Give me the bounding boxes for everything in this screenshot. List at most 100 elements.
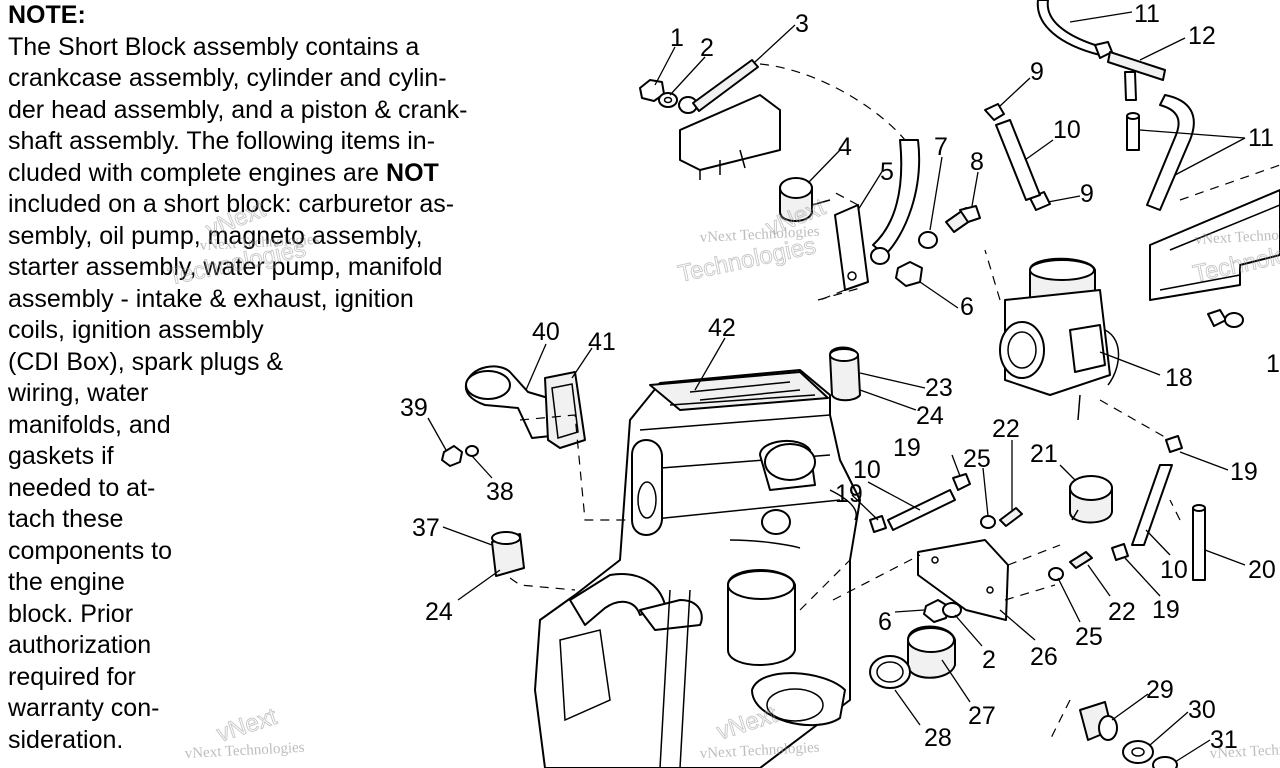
callout-3: 3 xyxy=(795,10,809,38)
callout-1b: 1 xyxy=(1266,350,1280,378)
watermark-text: vNext Technologies xyxy=(1194,226,1280,248)
note-line: sembly, oil pump, magneto assembly, xyxy=(8,221,423,250)
part-39-nut xyxy=(441,445,463,467)
watermark-text: vNext Technologies xyxy=(699,224,820,246)
note-line: needed to at- xyxy=(8,473,156,502)
callout-10c: 10 xyxy=(1160,556,1188,584)
note-line: cluded with complete engines are xyxy=(8,158,380,187)
watermark-text: vNext Technologies xyxy=(199,232,320,254)
callout-19c: 19 xyxy=(835,480,863,508)
callout-23: 23 xyxy=(925,374,953,402)
callout-40: 40 xyxy=(532,318,560,346)
callout-25: 25 xyxy=(963,445,991,473)
callout-11b: 11 xyxy=(1248,124,1274,152)
callout-8: 8 xyxy=(970,148,984,176)
callout-24b: 24 xyxy=(425,598,453,626)
callout-9b: 9 xyxy=(1080,180,1094,208)
part-18-carburetor xyxy=(984,249,1171,441)
watermark-text: vNext Technologies xyxy=(699,740,820,762)
part-2-washer-lower xyxy=(942,602,962,618)
callout-41: 41 xyxy=(588,328,616,356)
part-10-hose xyxy=(995,119,1041,201)
callout-37: 37 xyxy=(412,514,440,542)
part-37-sleeve xyxy=(491,531,576,591)
watermark-text: vNext Technologies xyxy=(1209,740,1280,762)
callout-12: 12 xyxy=(1188,22,1216,50)
callout-10: 10 xyxy=(1053,116,1081,144)
note-line: wiring, water xyxy=(8,379,149,407)
note-line: tach these xyxy=(8,505,124,533)
part-26-bracket xyxy=(917,539,1061,621)
part-38-washer xyxy=(465,445,479,457)
note-line: block. Prior xyxy=(8,599,134,628)
note-line: The Short Block assembly contains a xyxy=(8,32,420,61)
callout-6: 6 xyxy=(960,293,974,321)
note-line: starter assembly, water pump, manifold xyxy=(8,253,443,281)
part-8-bolt xyxy=(945,205,981,233)
callout-22b: 22 xyxy=(1108,598,1136,626)
callout-labels: 1 2 3 4 5 6 7 8 9 10 9 11 12 11 1 18 19 … xyxy=(400,0,1280,754)
callout-22: 22 xyxy=(992,415,1020,443)
callout-19b: 19 xyxy=(893,434,921,462)
note-line: authorization xyxy=(8,631,152,659)
note-line: sideration. xyxy=(8,725,124,754)
part-28-hose-clamp xyxy=(869,655,911,689)
part-20-tube xyxy=(1192,504,1206,581)
callout-19: 19 xyxy=(1230,458,1258,486)
callout-30: 30 xyxy=(1188,696,1216,724)
callout-25b: 25 xyxy=(1075,623,1103,651)
part-22-bolt xyxy=(999,507,1093,569)
callout-26: 26 xyxy=(1030,643,1058,671)
part-29-bushing xyxy=(1079,701,1118,741)
callout-1: 1 xyxy=(670,24,684,52)
watermark-text: vNext Technologies xyxy=(184,740,305,762)
part-42-engine-block xyxy=(534,369,861,768)
note-line: crankcase assembly, cylinder and cylin- xyxy=(8,64,447,92)
part-5-bracket xyxy=(819,189,869,301)
callout-20: 20 xyxy=(1248,556,1276,584)
note-line: assembly - intake & exhaust, ignition xyxy=(8,284,414,313)
part-21-rubber-mount xyxy=(1069,475,1113,524)
note-line-with-emphasis: cluded with complete engines are NOT xyxy=(8,158,568,190)
callout-28: 28 xyxy=(924,724,952,752)
part-frame-bracket-right xyxy=(1149,164,1280,328)
callout-5: 5 xyxy=(880,158,894,186)
callout-38: 38 xyxy=(486,478,514,506)
part-4-rubber-mount xyxy=(779,177,831,222)
note-line: gaskets if xyxy=(8,442,114,470)
part-6-nut xyxy=(895,261,923,287)
part-6-nut-lower xyxy=(923,599,949,623)
leader-lines xyxy=(427,11,1246,763)
callout-27: 27 xyxy=(968,702,996,730)
note-heading: NOTE: xyxy=(8,1,86,29)
part-2-washer xyxy=(658,92,678,108)
callout-4: 4 xyxy=(838,133,852,161)
callout-42: 42 xyxy=(708,314,736,342)
callout-19d: 19 xyxy=(1152,596,1180,624)
part-11-fuel-line xyxy=(1036,0,1195,211)
callout-6b: 6 xyxy=(878,608,892,636)
note-emphasis: NOT xyxy=(386,158,439,187)
part-3-ground-cable xyxy=(678,59,921,265)
callout-2: 2 xyxy=(700,34,714,62)
callout-24: 24 xyxy=(916,402,944,430)
callout-11: 11 xyxy=(1134,0,1160,28)
callout-2b: 2 xyxy=(982,646,996,674)
part-25-washer xyxy=(980,515,1064,581)
callout-7: 7 xyxy=(934,133,948,161)
part-frame-rail xyxy=(679,94,781,180)
callout-31: 31 xyxy=(1210,726,1238,754)
callout-18: 18 xyxy=(1165,364,1193,392)
note-line: components to xyxy=(8,536,172,565)
part-30-washer xyxy=(1122,740,1154,764)
part-27-starter-drive xyxy=(907,625,956,679)
part-10-hose-lower xyxy=(887,464,1173,546)
note-line: coils, ignition assembly xyxy=(8,316,264,344)
note-line: included on a short block: carburetor as… xyxy=(8,190,455,218)
callout-9: 9 xyxy=(1030,58,1044,86)
callout-10b: 10 xyxy=(853,456,881,484)
callout-39: 39 xyxy=(400,394,428,422)
note-text-block: NOTE: The Short Block assembly contains … xyxy=(8,0,568,756)
note-line: shaft assembly. The following items in- xyxy=(8,127,436,155)
